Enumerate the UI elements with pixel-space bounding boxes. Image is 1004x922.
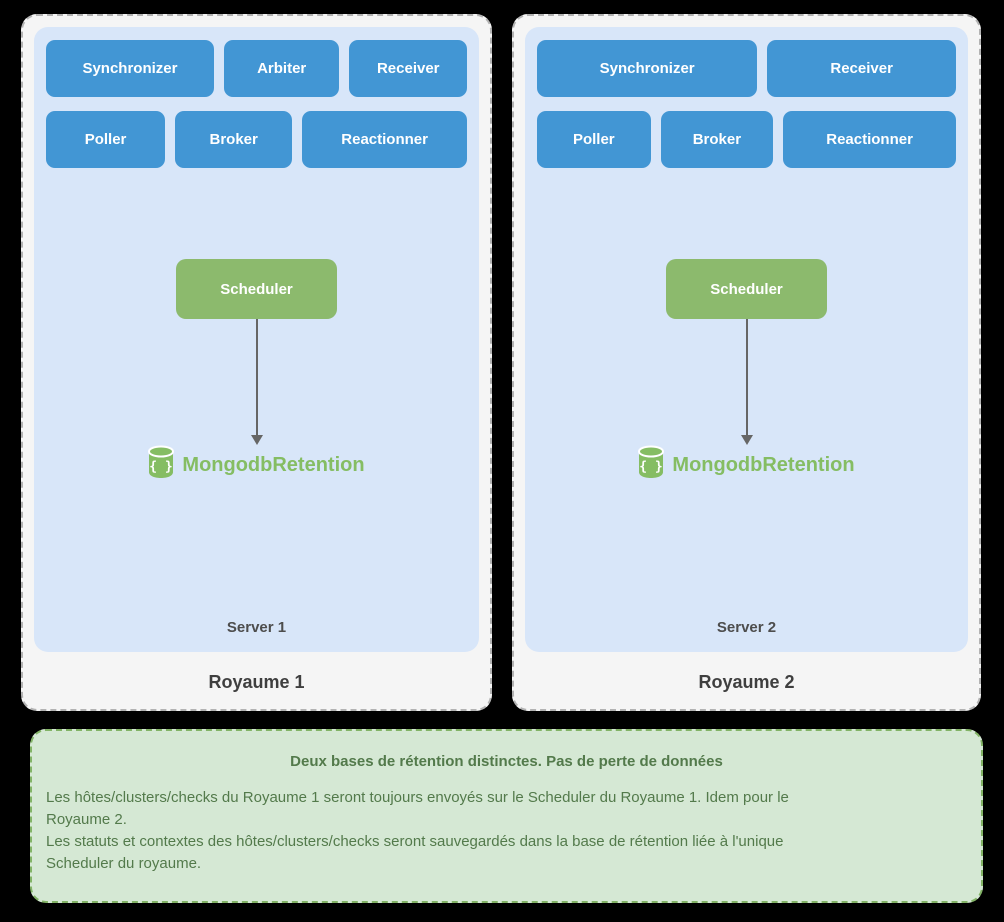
royaume-2-container: Synchronizer Receiver Poller Broker Reac… [512,14,981,711]
arrow-head-icon [740,435,753,445]
arrow-shaft [745,319,748,436]
retention-database: { } MongodbRetention [537,445,956,485]
scheduler-box: Scheduler [176,259,337,319]
scheduler-box: Scheduler [666,259,827,319]
note-body: Les hôtes/clusters/checks du Royaume 1 s… [46,789,789,872]
arrow-head-icon [250,435,263,445]
scheduler-to-db-arrow [46,319,467,445]
note-title: Deux bases de rétention distinctes. Pas … [290,753,723,770]
svg-text:{ }: { } [640,460,663,475]
component-reactionner: Reactionner [783,111,956,168]
database-label: MongodbRetention [672,453,855,476]
server-label: Server 2 [716,619,777,636]
component-row-1: Synchronizer Receiver [537,40,956,97]
component-receiver: Receiver [767,40,956,97]
component-receiver: Receiver [349,40,467,97]
arrow-shaft [255,319,258,436]
server-1-box: Synchronizer Arbiter Receiver Poller Bro… [34,27,479,652]
component-poller: Poller [537,111,651,168]
database-label: MongodbRetention [182,453,365,476]
royaume-label: Royaume 2 [698,672,795,692]
component-poller: Poller [46,111,166,168]
retention-database: { } MongodbRetention [46,445,467,485]
royaume-label: Royaume 1 [208,672,305,692]
component-synchronizer: Synchronizer [46,40,214,97]
server-2-box: Synchronizer Receiver Poller Broker Reac… [525,27,968,652]
royaume-1-container: Synchronizer Arbiter Receiver Poller Bro… [21,14,492,711]
svg-text:{ }: { } [150,460,173,475]
component-arbiter: Arbiter [223,40,340,97]
component-row-2: Poller Broker Reactionner [537,111,956,168]
component-synchronizer: Synchronizer [537,40,758,97]
component-reactionner: Reactionner [302,111,467,168]
scheduler-to-db-arrow [537,319,956,445]
retention-note: Deux bases de rétention distinctes. Pas … [30,729,983,903]
database-icon: { } [638,445,665,485]
component-broker: Broker [660,111,774,168]
database-icon: { } [148,445,175,485]
server-label: Server 1 [226,619,287,636]
component-row-1: Synchronizer Arbiter Receiver [46,40,467,97]
component-row-2: Poller Broker Reactionner [46,111,467,168]
component-broker: Broker [175,111,293,168]
